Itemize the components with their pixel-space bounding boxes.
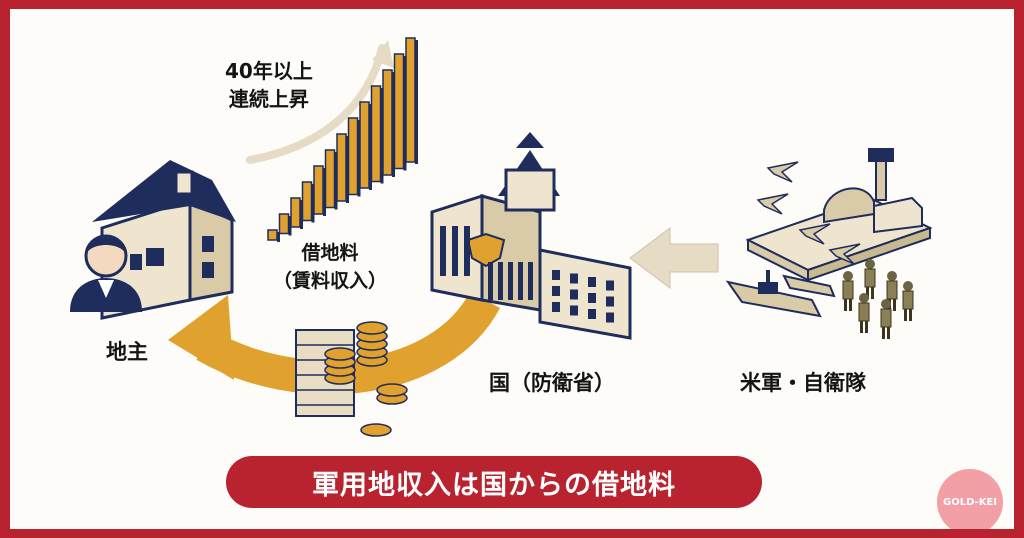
coin-stack-icon xyxy=(324,321,408,437)
coin xyxy=(376,383,408,397)
ministry-building-icon xyxy=(430,132,632,340)
state-label: 国（防衛省） xyxy=(489,371,615,395)
military-base-icon xyxy=(745,148,933,282)
soldier xyxy=(864,259,876,299)
brand-logo: GOLD-KEI xyxy=(937,469,1003,529)
jet xyxy=(798,223,831,245)
trend-bar xyxy=(347,117,361,197)
trend-bar xyxy=(405,37,418,164)
rent-label: 借地料 （賃料収入） xyxy=(265,239,395,295)
rise-label: 40年以上 連続上昇 xyxy=(225,57,313,113)
soldier xyxy=(858,293,870,333)
coin xyxy=(360,423,392,437)
trend-bar xyxy=(393,53,407,171)
brand-logo-text: GOLD-KEI xyxy=(942,496,998,508)
rising-bar-chart xyxy=(267,37,418,242)
trend-bar xyxy=(370,85,384,184)
rent-flow-arrow xyxy=(168,291,501,395)
content-area: 40年以上 連続上昇 借地料 （賃料収入） 地主 国（防衛省） 米軍・自衛隊 軍… xyxy=(10,9,1014,529)
fighter-jet-icon xyxy=(756,161,861,265)
trend-bar xyxy=(359,101,372,190)
trend-bar xyxy=(336,133,349,203)
trend-bar xyxy=(382,69,395,177)
landowner-label: 地主 xyxy=(106,340,148,364)
left-arrow xyxy=(629,227,719,289)
jet xyxy=(756,193,789,215)
rising-trend-arrow xyxy=(246,40,394,164)
trend-bar xyxy=(313,165,326,216)
landowner-avatar xyxy=(70,234,142,312)
trend-bar xyxy=(324,149,338,210)
soldier-group-icon xyxy=(842,259,914,339)
trend-bar xyxy=(290,197,303,229)
headline-banner: 軍用地収入は国からの借地料 xyxy=(226,456,762,508)
jet xyxy=(766,161,799,183)
rent-label-line2: （賃料収入） xyxy=(272,270,387,292)
trend-bar xyxy=(278,213,292,236)
coin xyxy=(324,347,356,361)
jet xyxy=(828,243,861,265)
coin xyxy=(356,321,388,335)
soldier xyxy=(842,271,854,311)
trend-bar xyxy=(267,229,280,242)
soldier xyxy=(880,299,892,339)
trend-bar xyxy=(301,181,315,223)
forces-label: 米軍・自衛隊 xyxy=(740,371,866,395)
rise-label-line1: 40年以上 xyxy=(225,59,313,83)
illustration xyxy=(70,37,933,437)
rent-label-line1: 借地料 xyxy=(301,242,359,264)
warship-icon xyxy=(725,270,836,318)
rise-label-line2: 連続上昇 xyxy=(228,87,309,111)
soldier xyxy=(902,281,914,321)
